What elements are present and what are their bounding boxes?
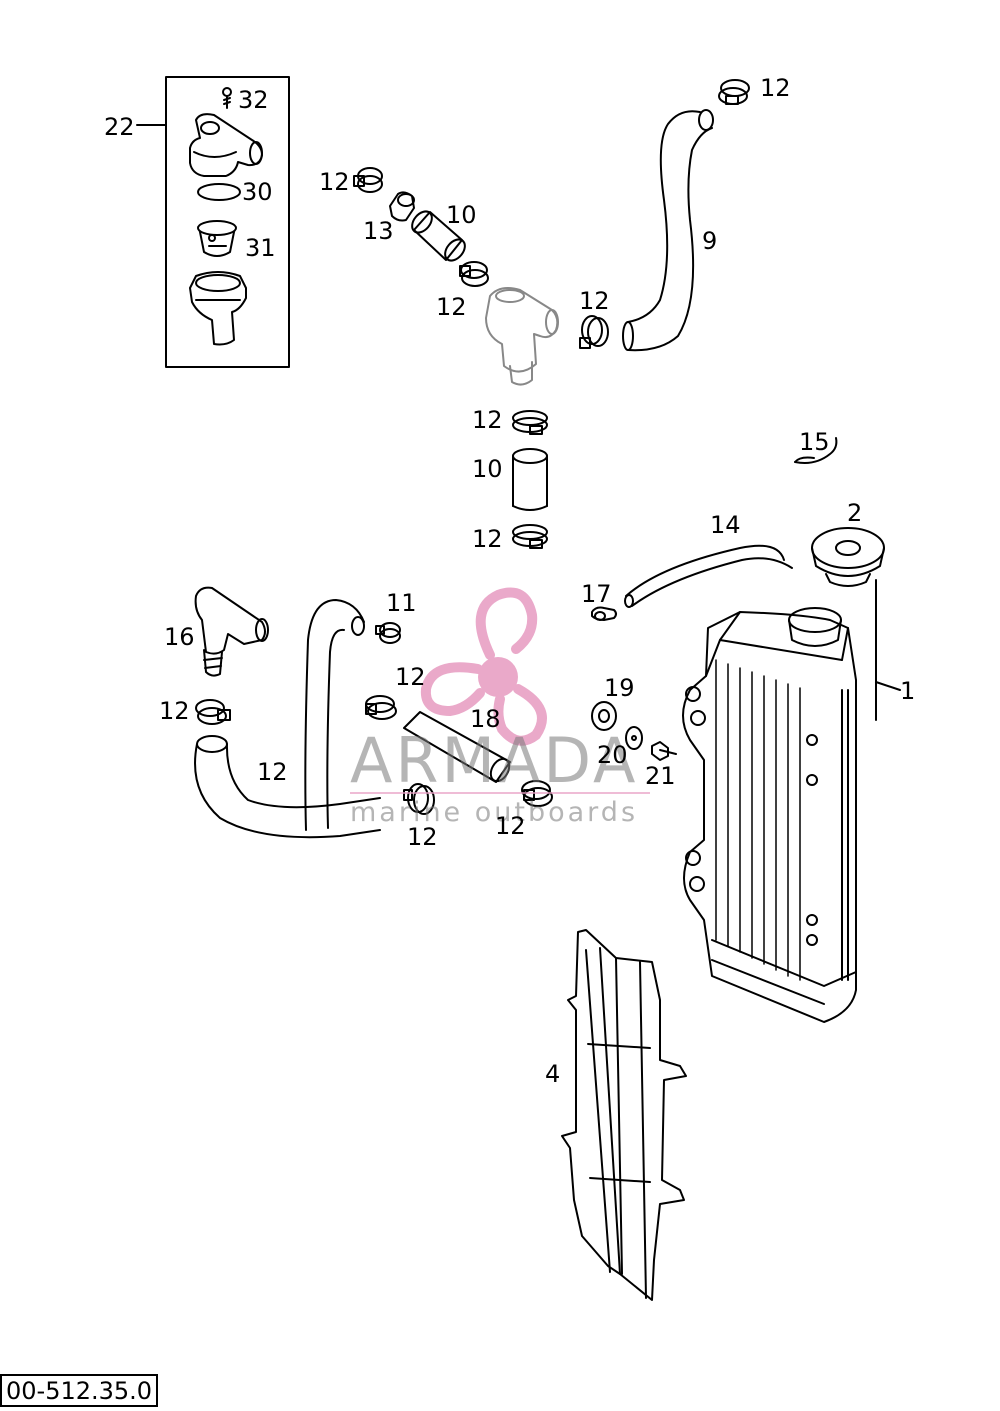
callout-18: 17 [581, 580, 612, 608]
fitting-18 [591, 606, 617, 621]
callout-15: 14 [710, 511, 741, 539]
radiator-shroud-4 [561, 929, 687, 1301]
o-ring-31 [197, 183, 241, 201]
callout-9: 9 [702, 227, 718, 255]
callout-12-hose-19: 12 [395, 663, 426, 691]
hose-clamp-11 [375, 622, 401, 644]
callout-11: 11 [386, 589, 417, 617]
callout-12-mid-bottom: 12 [472, 525, 503, 553]
callout-32: 31 [245, 234, 276, 262]
callout-31: 30 [242, 178, 273, 206]
hose-clamp-left [195, 699, 231, 725]
diagram-reference-code: 00-512.35.0 [0, 1374, 159, 1408]
watermark-subtitle: marine outboards [350, 797, 639, 828]
radiator-cap-2 [811, 527, 901, 721]
water-pump-cover [485, 287, 559, 386]
hose-13 [194, 599, 381, 839]
radiator-core-fins [715, 659, 801, 981]
hose-piece-14 [389, 191, 415, 222]
screw-33 [222, 87, 232, 109]
callout-1: 1 [900, 677, 916, 705]
callout-12-top-right: 12 [760, 74, 791, 102]
clip-16 [794, 437, 838, 464]
callout-30: 22 [104, 113, 135, 141]
callout-12-left: 12 [159, 697, 190, 725]
washer-21 [625, 726, 643, 750]
callout-12-mid-top: 12 [472, 406, 503, 434]
hose-clamp-mid-bottom [512, 524, 548, 549]
callout-33: 32 [238, 86, 269, 114]
callout-2: 2 [847, 499, 863, 527]
callout-12-pump-right: 12 [579, 287, 610, 315]
thermostat-housing-cover [189, 113, 263, 177]
hose-clamp-19-lower-right [521, 780, 553, 807]
hose-clamp-pump-right [579, 315, 609, 349]
hose-9 [622, 109, 714, 352]
fitting-17 [194, 586, 269, 677]
breather-hose-15 [624, 544, 793, 608]
callout-16: 15 [799, 428, 830, 456]
thermostat-kit-box [136, 76, 290, 368]
hose-clamp-19-lower-left [403, 783, 435, 815]
watermark-title: ARMADA [350, 724, 639, 797]
callout-10-lower: 10 [472, 455, 503, 483]
callout-20: 19 [604, 674, 635, 702]
hose-clamp-top-right [718, 79, 750, 105]
hose-10-upper [411, 210, 466, 262]
callout-19: 18 [470, 705, 501, 733]
callout-4: 4 [545, 1060, 561, 1088]
callout-12-pump-left: 12 [436, 293, 467, 321]
callout-14: 13 [363, 217, 394, 245]
thermostat-housing-base [189, 271, 247, 346]
hose-clamp-19-upper [365, 695, 397, 720]
callout-21: 20 [597, 741, 628, 769]
thermostat-32 [197, 220, 237, 257]
grommet-20 [591, 701, 617, 731]
hose-clamp-pump-left [459, 261, 489, 287]
hose-clamp-mid-top [512, 410, 548, 435]
hose-10-lower [512, 448, 548, 511]
hose-19 [403, 711, 511, 783]
callout-12-lower-right: 12 [495, 812, 526, 840]
callout-17: 16 [164, 623, 195, 651]
callout-13: 12 [257, 758, 288, 786]
callout-22: 21 [645, 762, 676, 790]
callout-12-lower-left: 12 [407, 823, 438, 851]
watermark-divider [350, 792, 650, 794]
callout-12-near-14: 12 [319, 168, 350, 196]
callout-10-upper: 10 [446, 201, 477, 229]
radiator-1 [682, 607, 857, 1023]
bolt-22 [651, 741, 677, 761]
hose-clamp-near-14 [353, 167, 383, 193]
